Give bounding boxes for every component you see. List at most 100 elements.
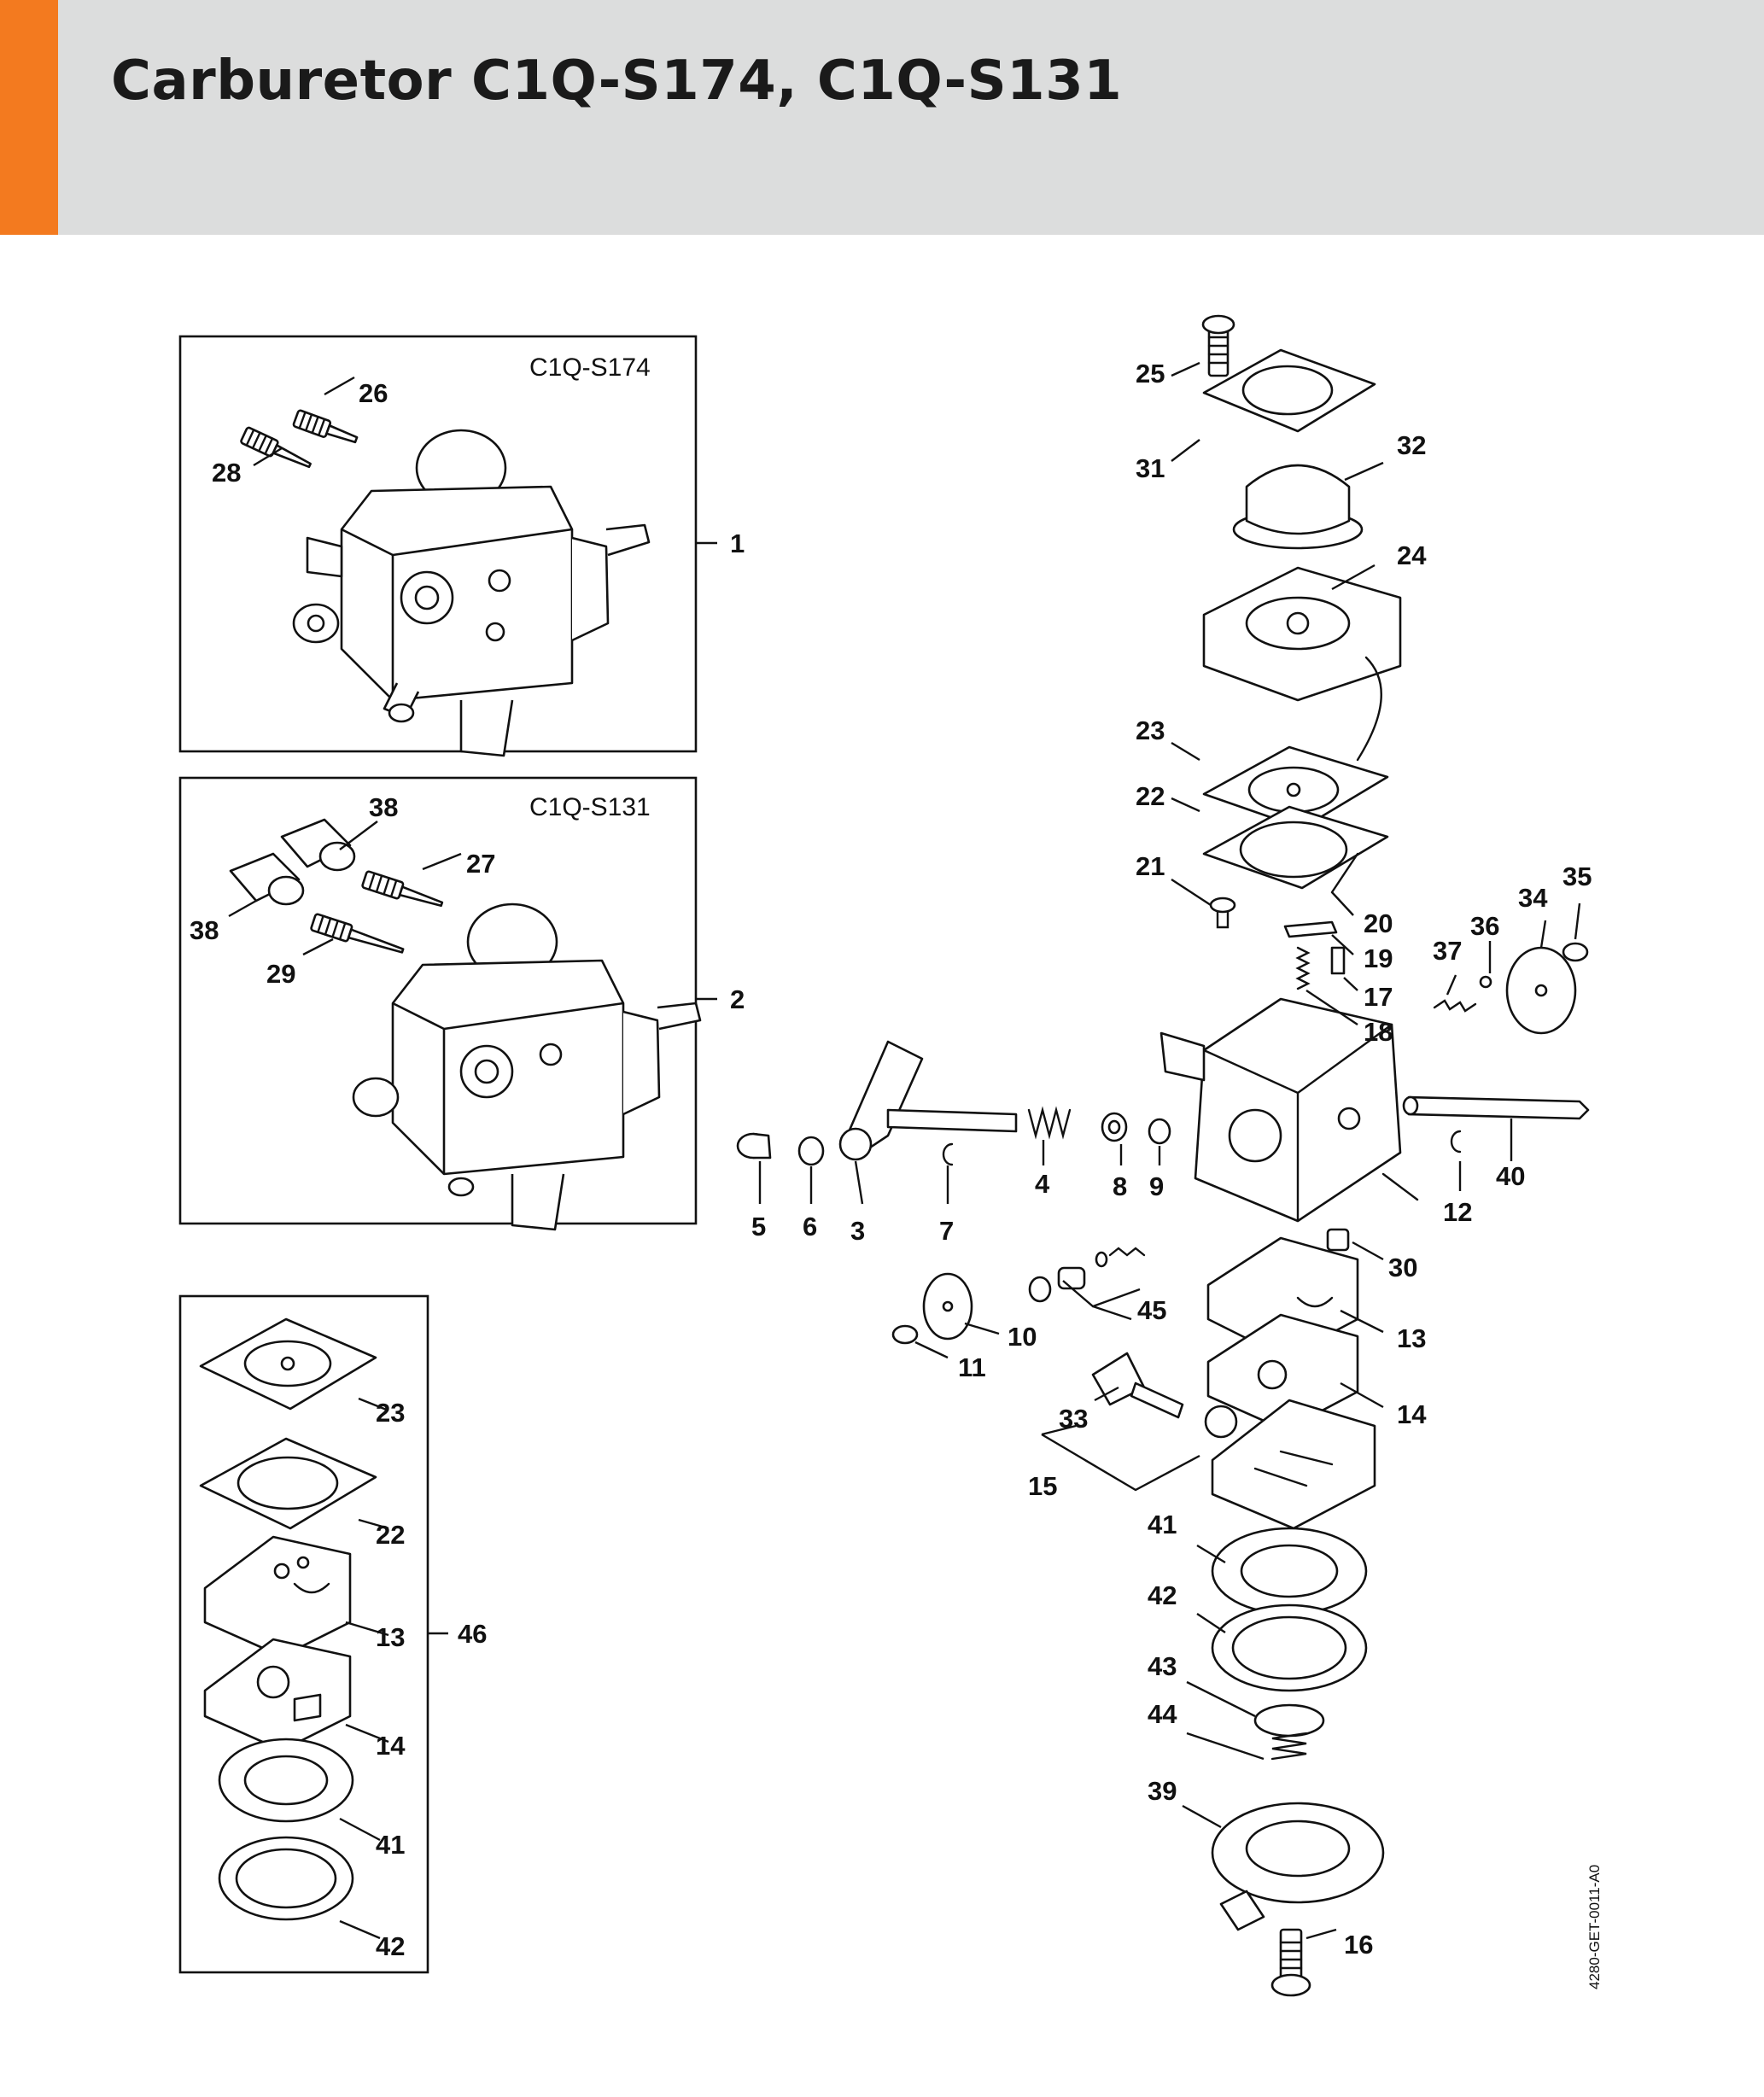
- part-14-plate: [1206, 1313, 1359, 1432]
- callout-13: 13: [1397, 1323, 1426, 1353]
- carburetor-assembly-s131: [352, 902, 702, 1231]
- part-26-screw: [292, 409, 359, 444]
- kit-gasket-22: [199, 1437, 377, 1530]
- callout-2: 2: [730, 984, 745, 1014]
- part-6-washer: [797, 1136, 825, 1166]
- part-30-filter: [1326, 1228, 1350, 1252]
- callout-15: 15: [1028, 1471, 1057, 1501]
- callout-23: 23: [1136, 716, 1165, 745]
- callout-38-lower: 38: [190, 915, 219, 945]
- callout-45: 45: [1137, 1295, 1166, 1325]
- callout-8: 8: [1113, 1171, 1127, 1201]
- callout-7: 7: [939, 1216, 954, 1246]
- callout-32: 32: [1397, 430, 1426, 460]
- callout-26: 26: [359, 378, 388, 408]
- accent-stripe: [0, 0, 58, 235]
- part-8-washer: [1101, 1112, 1128, 1142]
- part-39-pump-body: [1211, 1802, 1385, 1931]
- kit-gasket-42: [218, 1836, 354, 1921]
- part-9-ring: [1148, 1118, 1171, 1145]
- callout-22: 22: [1136, 781, 1165, 811]
- callout-19: 19: [1364, 943, 1393, 973]
- header-bar: [0, 0, 1764, 235]
- callout-41: 41: [1148, 1510, 1177, 1539]
- kit-diaphragm-41: [218, 1738, 354, 1823]
- carburetor-assembly-s174: [292, 429, 651, 757]
- callout-34: 34: [1518, 883, 1548, 913]
- inset-title-c1q-s131: C1Q-S131: [529, 793, 651, 821]
- callout-20: 20: [1364, 908, 1393, 938]
- part-38-cap-upper: [280, 818, 356, 872]
- part-16-bolt: [1270, 1928, 1311, 1997]
- callout-labels: 1 2 3 4 5 6 7 8 9 10 11 12 13 14 15 16 1…: [190, 359, 1592, 1961]
- kit-callout-42: 42: [376, 1931, 405, 1961]
- callout-16: 16: [1344, 1930, 1373, 1960]
- callout-40: 40: [1496, 1161, 1525, 1191]
- part-42-gasket: [1211, 1603, 1368, 1692]
- callout-39: 39: [1148, 1776, 1177, 1806]
- carburetor-body: [1159, 997, 1419, 1223]
- part-7-shaft: [886, 1108, 1018, 1133]
- callout-38-upper: 38: [369, 792, 398, 822]
- callout-46: 46: [458, 1619, 487, 1649]
- part-17-needle: [1330, 946, 1346, 975]
- part-28-screw: [240, 426, 312, 469]
- kit-callout-13: 13: [376, 1622, 405, 1652]
- part-43-disc: [1253, 1703, 1325, 1738]
- inset-box-kit-46: [178, 1294, 429, 1974]
- callout-37: 37: [1433, 936, 1462, 966]
- part-29-screw: [310, 913, 405, 954]
- callout-29: 29: [266, 959, 295, 989]
- part-20-pin: [1330, 852, 1359, 894]
- part-3-throttle-lever: [838, 1040, 924, 1161]
- callout-9: 9: [1149, 1171, 1164, 1201]
- part-7-clip: [942, 1142, 954, 1166]
- callout-10: 10: [1008, 1322, 1037, 1352]
- kit-callout-22: 22: [376, 1520, 405, 1550]
- kit-plate-13: [203, 1535, 352, 1658]
- part-10-disc: [922, 1272, 973, 1341]
- part-11-screw: [891, 1324, 919, 1345]
- callout-18: 18: [1364, 1017, 1393, 1047]
- callout-1: 1: [730, 529, 745, 558]
- callout-44: 44: [1148, 1699, 1177, 1729]
- part-33-screw: [1091, 1352, 1184, 1419]
- kit-gasket-23: [199, 1317, 377, 1411]
- callout-35: 35: [1562, 862, 1592, 891]
- callout-11: 11: [958, 1352, 986, 1382]
- callout-17: 17: [1364, 982, 1393, 1012]
- callout-31: 31: [1136, 453, 1165, 483]
- callout-21: 21: [1136, 851, 1165, 881]
- callout-42: 42: [1148, 1580, 1177, 1610]
- callout-6: 6: [803, 1212, 817, 1241]
- part-36-ball: [1479, 975, 1492, 989]
- leader-lines: [228, 361, 1581, 1940]
- callout-24: 24: [1397, 540, 1427, 570]
- part-40-shaft: [1402, 1095, 1590, 1120]
- part-12-clip: [1450, 1130, 1462, 1154]
- document-number: 4280-GET-0011-A0: [1586, 1865, 1603, 1989]
- kit-plate-14: [203, 1638, 352, 1752]
- part-19-lever: [1283, 920, 1338, 938]
- callout-36: 36: [1470, 911, 1499, 941]
- callout-28: 28: [212, 458, 241, 488]
- inset-title-c1q-s174: C1Q-S174: [529, 353, 651, 382]
- callout-43: 43: [1148, 1651, 1177, 1681]
- part-35-screw: [1562, 942, 1589, 962]
- part-32-primer-bulb: [1232, 464, 1364, 550]
- part-27-screw: [361, 870, 444, 908]
- callout-33: 33: [1059, 1404, 1088, 1434]
- part-21-screw: [1209, 897, 1236, 929]
- part-18-spring: [1295, 946, 1311, 990]
- part-25-screw: [1201, 314, 1235, 377]
- part-34-disc: [1505, 946, 1577, 1035]
- part-37-spring: [1433, 999, 1477, 1013]
- part-41-diaphragm: [1211, 1527, 1368, 1615]
- part-22-gasket: [1202, 805, 1389, 890]
- part-5-cap: [736, 1132, 772, 1159]
- part-38-cap-lower: [229, 852, 305, 906]
- callout-4: 4: [1035, 1169, 1050, 1199]
- callout-14: 14: [1397, 1399, 1427, 1429]
- callout-30: 30: [1388, 1253, 1417, 1282]
